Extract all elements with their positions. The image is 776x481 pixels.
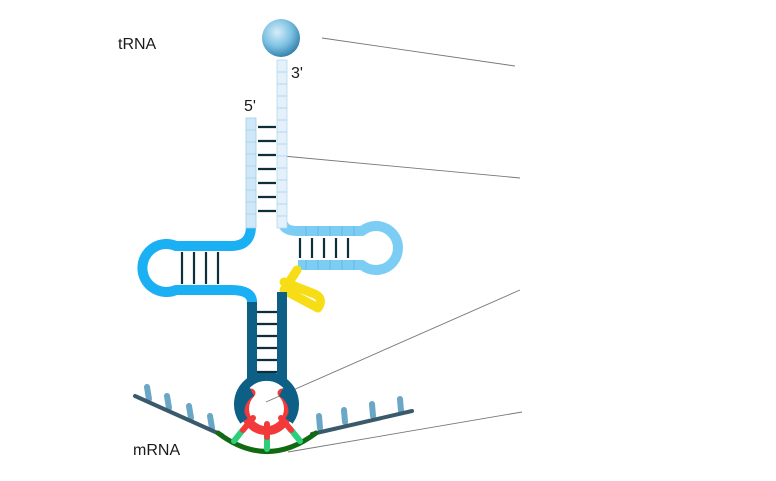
leader-line-amino-acid xyxy=(321,37,516,67)
d-arm xyxy=(137,225,257,303)
anticodon-link-right xyxy=(289,428,303,444)
leader-line-codon xyxy=(287,411,523,453)
amino-acid-sphere xyxy=(262,19,300,57)
mrna-label: mRNA xyxy=(133,442,180,459)
mrna-backbone-left xyxy=(133,394,224,437)
leader-line-anticodon-loop xyxy=(265,289,521,403)
three-prime-label: 3' xyxy=(291,65,303,82)
five-prime-label: 5' xyxy=(244,98,256,115)
acceptor-stem-base-pairs xyxy=(258,125,276,213)
anticodon-stem-base-pairs xyxy=(257,310,277,374)
anticodon-loop-body xyxy=(234,371,299,424)
acceptor-stem-5prime-strand xyxy=(245,117,257,229)
leader-line-acceptor-stem xyxy=(282,155,521,179)
leader-lines xyxy=(265,37,523,453)
trna-label: tRNA xyxy=(118,36,157,53)
tpsi-arm-segments xyxy=(305,226,355,270)
acceptor-stem xyxy=(245,59,288,229)
d-arm-base-pairs xyxy=(180,252,220,284)
tpsi-arm xyxy=(278,221,403,275)
variable-loop xyxy=(279,265,325,313)
tpsi-arm-base-pairs xyxy=(298,238,350,258)
anticodon-link-left xyxy=(231,428,245,444)
mrna-strand xyxy=(133,384,414,454)
mrna-backbone-right xyxy=(310,409,414,436)
mrna-bases xyxy=(144,384,404,431)
